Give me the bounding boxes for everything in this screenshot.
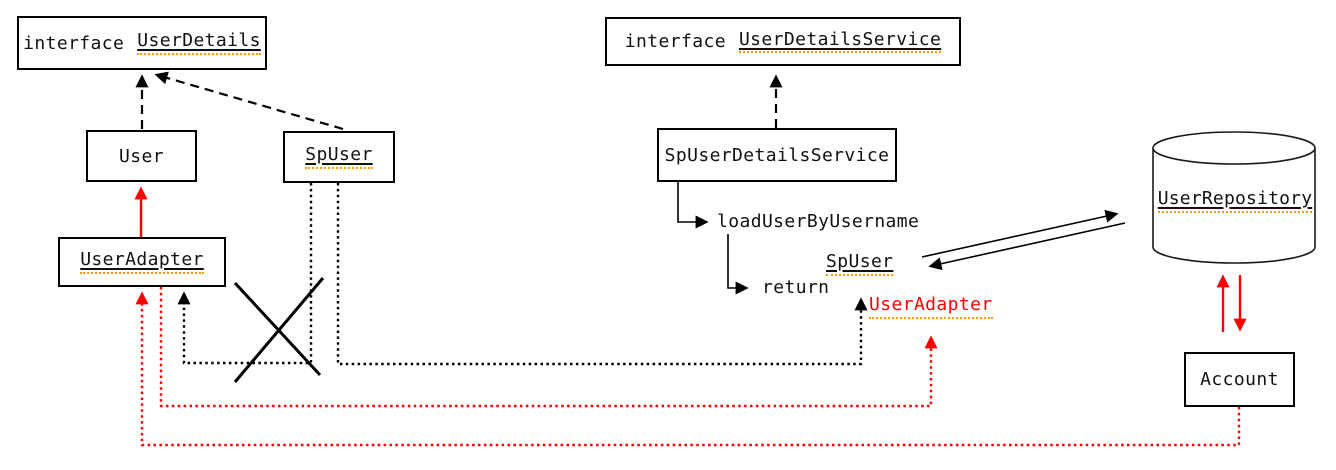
returned-useradapter-text: UserAdapter [869,294,993,319]
node-user: User [86,130,197,182]
userrepository-cylinder [1152,131,1316,264]
node-interface-userdetails: interface UserDetails [17,16,267,70]
useradapter-to-return-value-dotted-arrow [159,287,938,408]
cross-out-stroke-1 [233,281,322,377]
userrepository-name: UserRepository [1157,188,1313,213]
node-interface-userdetailsservice: interface UserDetailsService [605,17,961,66]
cylinder-top [1152,131,1316,165]
load-user-by-username-label: loadUserByUsername [717,211,920,232]
interface-keyword: interface [624,31,726,52]
return-keyword-label: return [762,277,830,298]
spuserdetailsservice-name: SpUserDetailsService [664,144,890,166]
node-account: Account [1184,352,1295,407]
returned-spuser-text: SpUser [826,251,894,276]
returned-spuser-label: SpUser [826,251,894,276]
call-to-userrepository-arrow [921,209,1119,258]
load-user-call-elbow-arrow [677,182,709,229]
cross-out-stroke-2 [233,277,325,383]
return-from-userrepository-arrow [928,222,1126,271]
cross-out-x [233,277,325,383]
userdetails-name: UserDetails [137,30,261,55]
cylinder-body [1152,148,1316,264]
node-spuserdetailsservice: SpUserDetailsService [657,128,897,182]
interface-keyword: interface [23,32,125,54]
return-elbow-arrow [727,234,749,295]
account-to-useradapter-dotted-arrow [135,291,1241,447]
spuser-to-useradapter-dotted-arrow [177,183,313,365]
spuser-to-return-value-dotted-arrow [336,183,868,366]
useradapter-name: UserAdapter [80,249,204,274]
userdetailsservice-name: UserDetailsService [738,29,942,54]
account-name: Account [1200,369,1279,390]
spuser-implements-userdetails-arrow [154,71,344,131]
returned-useradapter-label: UserAdapter [869,294,993,319]
node-userrepository-label: UserRepository [1156,188,1314,213]
node-useradapter: UserAdapter [58,237,226,287]
spuser-name: SpUser [305,144,373,169]
user-name: User [119,145,164,167]
node-spuser: SpUser [283,131,395,183]
